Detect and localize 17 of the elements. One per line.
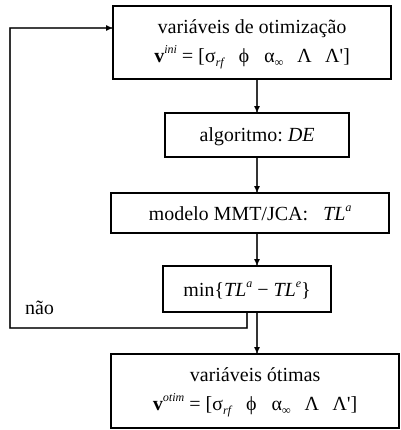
formula: v$^{ini}$ = [σ$_{rf}$ ϕ α$_{∞}$ Λ Λ'] <box>154 42 350 70</box>
arrow <box>254 80 260 112</box>
arrow <box>254 313 260 353</box>
box-title: modelo MMT/JCA: TL$^{a}$ <box>148 200 352 226</box>
arrow <box>254 158 260 192</box>
box-title: variáveis ótimas <box>190 364 320 388</box>
process-box <box>110 353 400 429</box>
process-box <box>110 192 390 234</box>
formula: v$^{otim}$ = [σ$_{rf}$ ϕ α$_{∞}$ Λ Λ'] <box>152 391 358 418</box>
box-title: variáveis de otimização <box>158 16 346 39</box>
arrow <box>9 25 248 329</box>
arrow <box>254 234 260 265</box>
box-title: algoritmo: DE <box>200 124 314 146</box>
process-box <box>162 265 332 313</box>
process-box <box>112 5 392 80</box>
box-title: min{TL$^{a}$ − TL$^{e}$} <box>183 276 311 302</box>
process-box <box>164 112 350 158</box>
